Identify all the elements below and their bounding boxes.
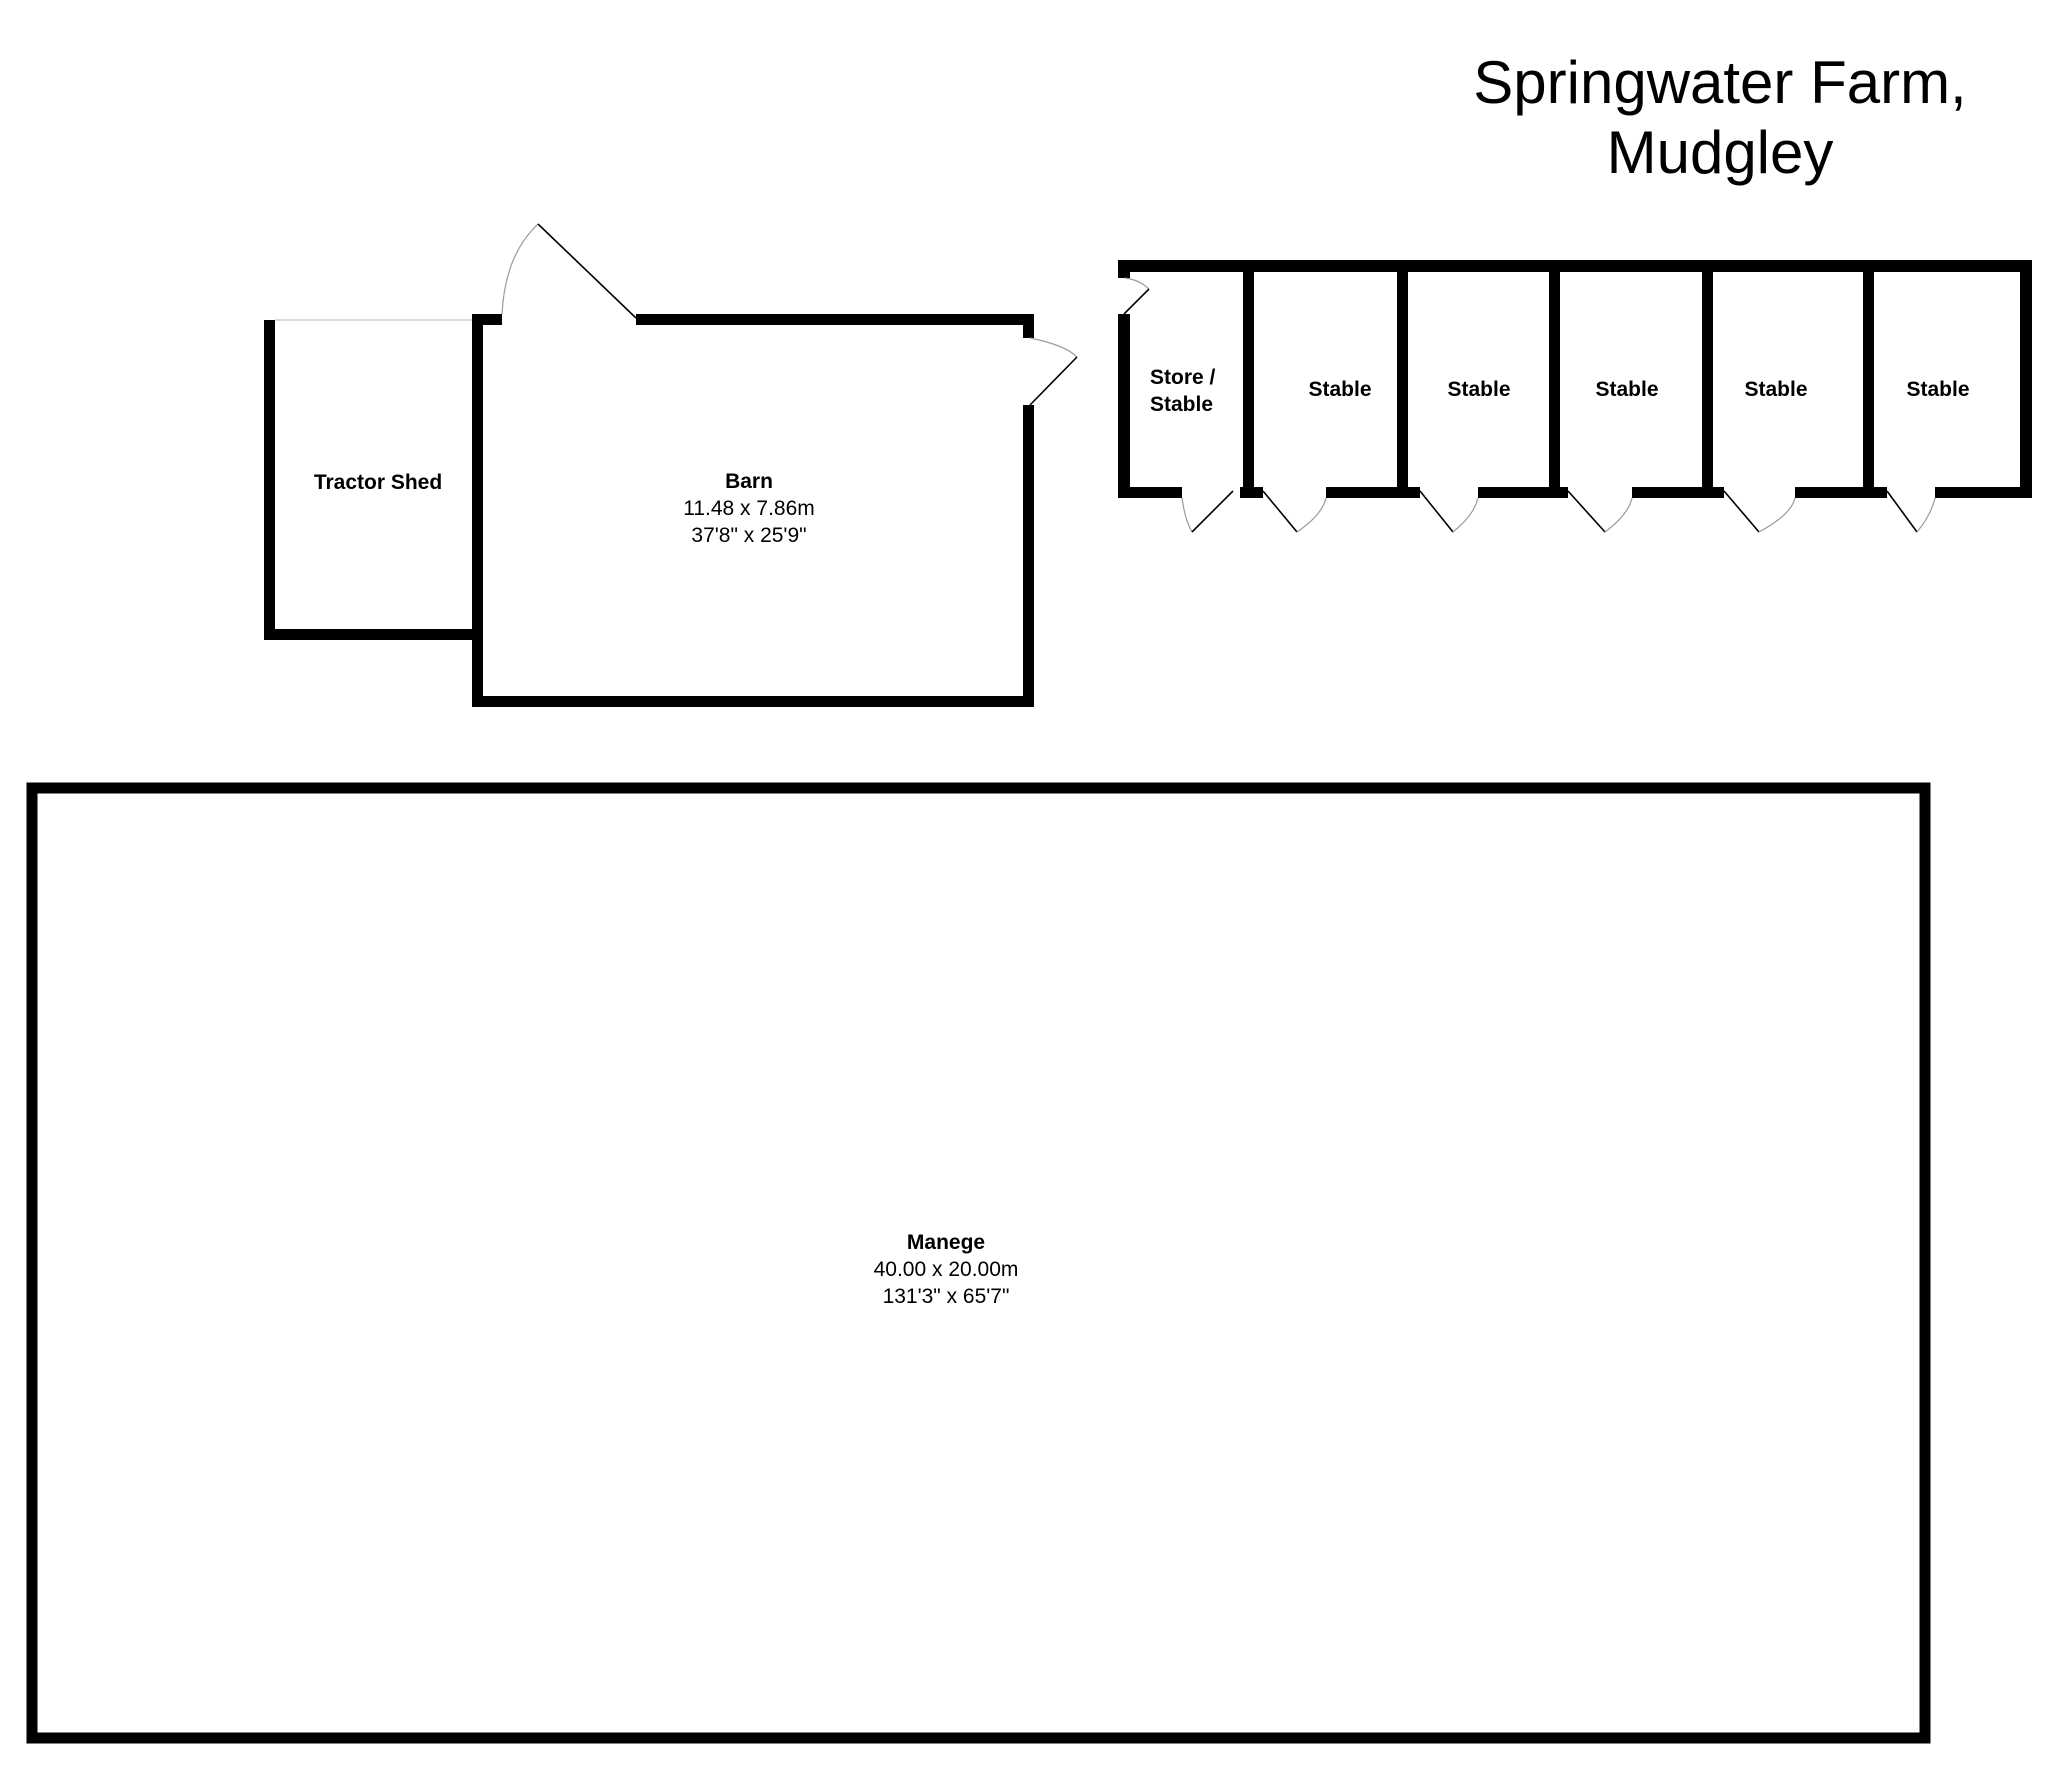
stable-door-icon [1723,490,1796,533]
room-label-stable: Stable [1906,376,1969,403]
room-name: Manege [906,1231,986,1254]
barn-top-door-icon [501,223,637,319]
stable-door-icon [1567,490,1633,533]
barn-walls [472,314,1034,707]
room-name: Stable [1447,378,1511,401]
room-dimensions-imperial: 37'8" x 25'9" [691,524,807,547]
room-name-line2: Stable [1150,393,1214,416]
room-label-stable: Stable [1744,376,1807,403]
room-dimensions-metric: 40.00 x 20.00m [873,1258,1019,1281]
room-name: Tractor Shed [313,471,443,494]
tractor-shed-walls [264,319,482,640]
room-name: Stable [1744,378,1808,401]
plan-title: Springwater Farm, Mudgley [1440,48,2000,188]
room-name: Stable [1906,378,1970,401]
room-name: Barn [725,470,773,493]
plan-title-line2: Mudgley [1606,119,1834,186]
stable-door-icon [1886,490,1936,533]
room-label-stable: Stable [1595,376,1658,403]
room-label-store-stable: Store / Stable [1150,364,1215,418]
stable-block-walls [1118,260,2032,498]
room-label-manege: Manege 40.00 x 20.00m 131'3" x 65'7" [874,1229,1019,1310]
barn-right-door-icon [1029,337,1078,406]
room-label-stable: Stable [1308,376,1371,403]
room-dimensions-metric: 11.48 x 7.86m [683,497,815,520]
plan-title-line1: Springwater Farm, [1473,49,1967,116]
store-side-door-icon [1123,277,1150,315]
room-dimensions-imperial: 131'3" x 65'7" [882,1285,1010,1308]
manege-walls [26,782,1931,1744]
room-name: Stable [1308,378,1372,401]
room-label-barn: Barn 11.48 x 7.86m 37'8" x 25'9" [683,468,815,549]
room-name-line1: Store / [1150,366,1216,389]
store-stable-door-icon [1181,490,1234,533]
stable-door-icon [1262,490,1327,533]
room-name: Stable [1595,378,1659,401]
stable-door-icon [1419,490,1479,533]
room-label-stable: Stable [1447,376,1510,403]
room-label-tractor-shed: Tractor Shed [314,469,442,496]
